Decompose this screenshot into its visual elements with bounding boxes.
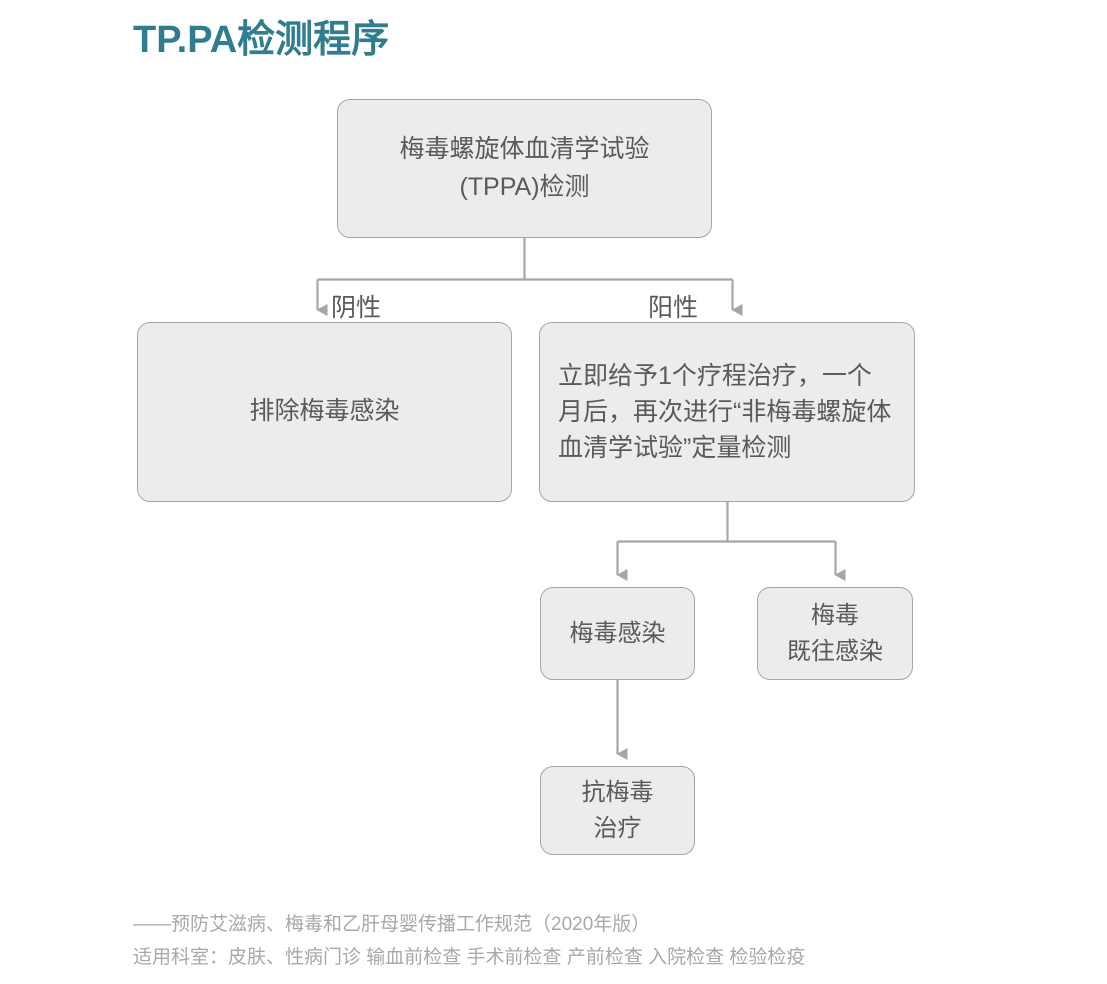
node-tppa-test-label: 梅毒螺旋体血清学试验 (TPPA)检测 — [399, 135, 650, 201]
node-exclude-syphilis-infection-label: 排除梅毒感染 — [249, 397, 400, 426]
node-anti-syphilis-treatment[interactable]: 抗梅毒 治疗 — [540, 766, 695, 855]
footer-departments: 适用科室：皮肤、性病门诊 输血前检查 手术前检查 产前检查 入院检查 检验检疫 — [133, 947, 806, 969]
node-anti-syphilis-treatment-label: 抗梅毒 治疗 — [581, 778, 654, 842]
footer: ——预防艾滋病、梅毒和乙肝母婴传播工作规范（2020年版） 适用科室：皮肤、性病… — [133, 908, 1073, 975]
node-immediate-treatment[interactable]: 立即给予1个疗程治疗，一个月后，再次进行“非梅毒螺旋体血清学试验”定量检测 — [539, 322, 915, 502]
footer-source: ——预防艾滋病、梅毒和乙肝母婴传播工作规范（2020年版） — [133, 914, 651, 935]
node-syphilis-infection[interactable]: 梅毒感染 — [540, 587, 695, 680]
node-tppa-test[interactable]: 梅毒螺旋体血清学试验 (TPPA)检测 — [337, 99, 712, 238]
node-exclude-syphilis-infection[interactable]: 排除梅毒感染 — [137, 322, 512, 502]
edge-label-negative: 阴性 — [331, 294, 382, 322]
page-title: TP.PA检测程序 — [133, 19, 390, 61]
node-syphilis-infection-label: 梅毒感染 — [569, 619, 666, 647]
node-past-syphilis-infection[interactable]: 梅毒 既往感染 — [757, 587, 913, 680]
edge-label-positive: 阳性 — [648, 294, 699, 322]
node-past-syphilis-infection-label: 梅毒 既往感染 — [787, 601, 883, 665]
node-immediate-treatment-label: 立即给予1个疗程治疗，一个月后，再次进行“非梅毒螺旋体血清学试验”定量检测 — [558, 361, 892, 463]
